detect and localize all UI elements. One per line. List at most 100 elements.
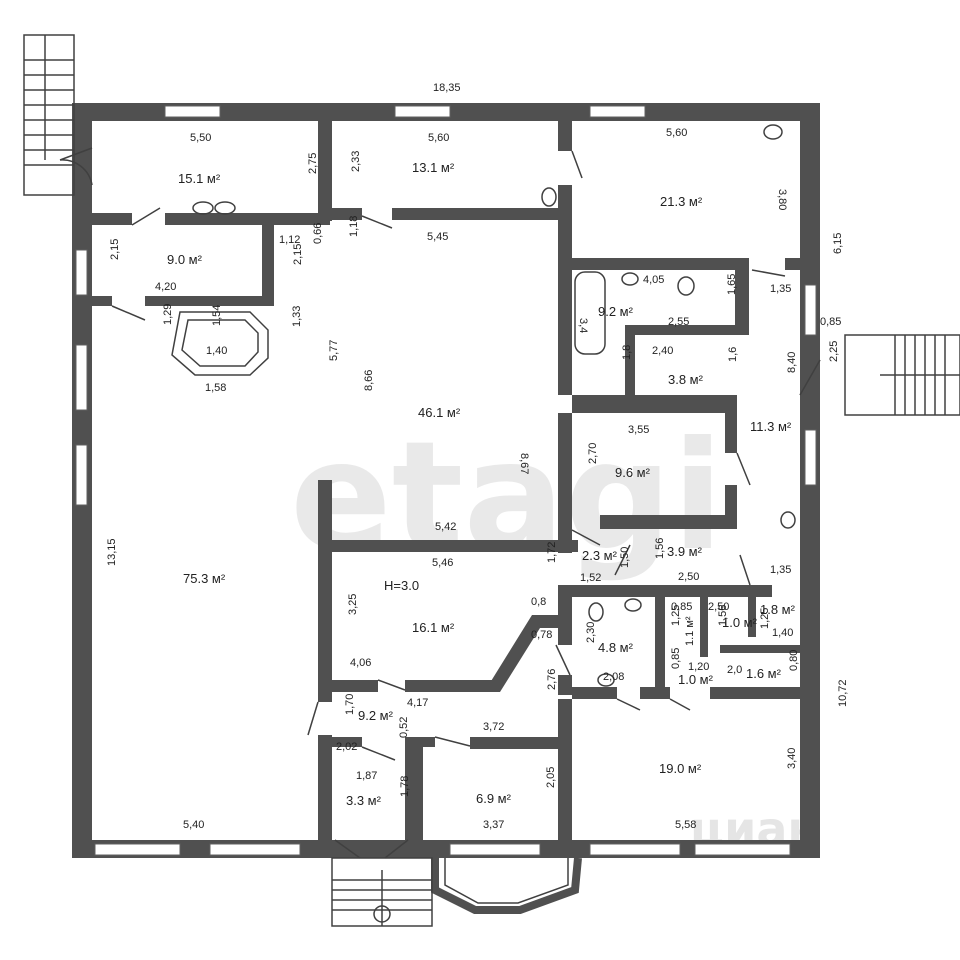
dimension-label: 2,33 (350, 151, 362, 172)
dimension-label: 18,35 (433, 82, 461, 94)
dimension-label: 2,15 (109, 239, 121, 260)
room-area-label: 9.6 м² (615, 465, 651, 480)
room-area-label: 1.6 м² (746, 666, 782, 681)
dimension-label: 1,65 (726, 274, 738, 295)
room-area-label: 3.8 м² (668, 372, 704, 387)
room-area-label: 6.9 м² (476, 791, 512, 806)
dimension-label: 4,05 (643, 274, 664, 286)
dimension-label: 5,77 (328, 340, 340, 361)
dimension-label: 6,15 (832, 233, 844, 254)
dimension-label: 2,70 (587, 443, 599, 464)
dimension-label: 2,05 (545, 767, 557, 788)
dimension-label: 5,42 (435, 521, 456, 533)
dimension-label: 3,25 (347, 594, 359, 615)
room-area-label: 21.3 м² (660, 194, 703, 209)
dimension-label: 1,52 (580, 572, 601, 584)
dimension-label: 1,6 (727, 347, 739, 362)
dimension-label: 13,15 (106, 538, 118, 566)
dimension-label: 8,40 (786, 352, 798, 373)
dimension-label: 2,55 (668, 316, 689, 328)
interior-walls (92, 121, 800, 840)
watermark-etagi: etagi (290, 410, 723, 584)
dimension-label: 1,25 (670, 605, 682, 626)
room-area-label: 1.0 м² (722, 615, 758, 630)
room-area-label: 11.3 м² (750, 419, 792, 434)
dimension-label: 4,17 (407, 697, 428, 709)
room-area-label: 46.1 м² (418, 405, 461, 420)
room-area-label: 9.2 м² (598, 304, 634, 319)
dimension-label: 1,50 (619, 547, 631, 568)
room-area-label: 4.8 м² (598, 640, 634, 655)
dimension-label: 3,40 (786, 748, 798, 769)
dimension-label: 1,40 (772, 627, 793, 639)
dimension-label: 2,15 (292, 244, 304, 265)
dimension-label: 8,67 (518, 453, 530, 474)
dimension-label: 4,20 (155, 281, 176, 293)
dimension-label: 3,55 (628, 424, 649, 436)
fixtures (171, 124, 796, 687)
dimension-label: 2,02 (336, 741, 357, 753)
dimension-label: 2,50 (708, 601, 729, 613)
room-area-label: 2.3 м² (582, 548, 618, 563)
dimension-label: 1,78 (399, 776, 411, 797)
room-area-label: 1.0 м² (678, 672, 714, 687)
stairs-right (844, 334, 960, 416)
dimension-label: 1,35 (770, 283, 791, 295)
dimension-label: 1,12 (279, 234, 300, 246)
dimension-label: 2,0 (727, 664, 742, 676)
dimension-label: 1,70 (344, 694, 356, 715)
dimension-label: 2,75 (307, 153, 319, 174)
dimension-label: 2,50 (678, 571, 699, 583)
dimension-label: 1,56 (717, 605, 729, 626)
ceiling-height: H=3.0 (384, 578, 419, 593)
dimension-label: 5,45 (427, 231, 448, 243)
room-area-label: 16.1 м² (412, 620, 455, 635)
doors (59, 147, 821, 859)
dimension-label: 1,87 (356, 770, 377, 782)
dimension-labels: 18,35 5,50 5,60 5,60 2,75 2,33 3,80 1,12… (106, 82, 849, 831)
dimension-label: 5,50 (190, 132, 211, 144)
room-area-label: 1.1 м² (684, 616, 696, 646)
dimension-label: 5,58 (675, 819, 696, 831)
room-area-label: 13.1 м² (412, 160, 455, 175)
dimension-label: 4,06 (350, 657, 371, 669)
dimension-label: 1,33 (291, 306, 303, 327)
dimension-label: 1,35 (770, 564, 791, 576)
dimension-label: 1,54 (211, 305, 223, 326)
dimension-label: 1,25 (759, 608, 771, 629)
dimension-label: 3,4 (577, 318, 589, 333)
room-area-label: 19.0 м² (659, 761, 702, 776)
dimension-label: 0,85 (820, 316, 841, 328)
dimension-label: 1,56 (654, 538, 666, 559)
room-areas: 15.1 м² 13.1 м² 21.3 м² 9.0 м² 9.2 м² 3.… (167, 160, 796, 808)
dimension-label: 1,58 (205, 382, 226, 394)
dimension-label: 1,72 (546, 542, 558, 563)
dimension-label: 10,72 (837, 679, 849, 707)
bay-window (431, 857, 582, 914)
dimension-label: 3,37 (483, 819, 504, 831)
dimension-label: 5,60 (428, 132, 449, 144)
dimension-label: 0,66 (312, 223, 324, 244)
room-area-label: 3.3 м² (346, 793, 382, 808)
dimension-label: 5,40 (183, 819, 204, 831)
room-area-label: 1.8 м² (760, 602, 796, 617)
room-area-label: 9.2 м² (358, 708, 394, 723)
dimension-label: 3,80 (776, 189, 788, 210)
dimension-label: 2,40 (652, 345, 673, 357)
dimension-label: 2,76 (546, 669, 558, 690)
dimension-label: 0,85 (670, 648, 682, 669)
dimension-label: 8,66 (363, 370, 375, 391)
dimension-label: 1,20 (688, 661, 709, 673)
room-area-label: 15.1 м² (178, 171, 221, 186)
dimension-label: 1,8 (621, 345, 633, 360)
windows (75, 105, 817, 856)
dimension-label: 1,18 (348, 216, 360, 237)
dimension-label: 1,29 (162, 304, 174, 325)
dimension-label: 5,60 (666, 127, 687, 139)
dimension-label: 0,78 (531, 629, 552, 641)
room-area-label: 3.9 м² (667, 544, 703, 559)
dimension-label: 0,52 (398, 717, 410, 738)
dimension-label: 2,25 (828, 341, 840, 362)
